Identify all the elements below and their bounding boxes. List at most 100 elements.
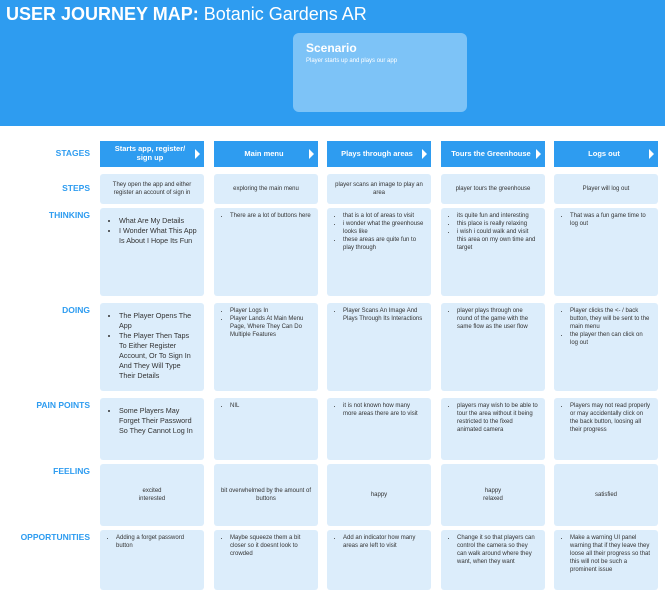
bullet-item: it is not known how many more areas ther… bbox=[343, 402, 425, 418]
doing-cell: Player Logs InPlayer Lands At Main Menu … bbox=[214, 303, 318, 391]
doing-cell-list: Player clicks the <- / back button, they… bbox=[560, 307, 652, 347]
opportunity-cell-list: Maybe squeeze them a bit closer so it do… bbox=[220, 534, 312, 558]
stage-header: Main menu bbox=[214, 141, 318, 167]
feeling-cell: happy bbox=[327, 464, 431, 526]
opportunity-cell-list: Add an indicator how many areas are left… bbox=[333, 534, 425, 550]
opportunity-cell: Adding a forget password button bbox=[100, 530, 204, 590]
chevron-right-icon bbox=[536, 149, 541, 159]
row-label-pain-points: PAIN POINTS bbox=[36, 400, 90, 410]
thinking-cell-list: that is a lot of areas to visiti wonder … bbox=[333, 212, 425, 252]
pain-point-cell: Some Players May Forget Their Password S… bbox=[100, 398, 204, 460]
chevron-right-icon bbox=[309, 149, 314, 159]
step-cell: Player will log out bbox=[554, 174, 658, 204]
step-cell-text: player scans an image to play an area bbox=[335, 181, 423, 196]
stage-header: Logs out bbox=[554, 141, 658, 167]
step-cell: exploring the main menu bbox=[214, 174, 318, 204]
opportunity-cell: Make a warning UI panel warning that if … bbox=[554, 530, 658, 590]
scenario-heading: Scenario bbox=[306, 41, 357, 55]
feeling-cell-text: excited interested bbox=[138, 487, 166, 502]
bullet-item: That was a fun game time to log out bbox=[570, 212, 652, 228]
bullet-item: The Player Opens The App bbox=[119, 311, 198, 331]
doing-cell-list: Player Logs InPlayer Lands At Main Menu … bbox=[220, 307, 312, 339]
doing-cell: The Player Opens The AppThe Player Then … bbox=[100, 303, 204, 391]
stage-label: Tours the Greenhouse bbox=[451, 148, 531, 158]
bullet-item: Players may not read properly or may acc… bbox=[570, 402, 652, 434]
step-cell: player tours the greenhouse bbox=[441, 174, 545, 204]
doing-cell-list: The Player Opens The AppThe Player Then … bbox=[108, 311, 198, 382]
feeling-cell: happy relaxed bbox=[441, 464, 545, 526]
chevron-right-icon bbox=[649, 149, 654, 159]
feeling-cell-text: happy bbox=[370, 491, 388, 498]
step-cell-text: They open the app and either register an… bbox=[112, 181, 192, 196]
bullet-item: Some Players May Forget Their Password S… bbox=[119, 406, 198, 436]
step-cell: They open the app and either register an… bbox=[100, 174, 204, 204]
feeling-cell-text: satisfied bbox=[594, 491, 617, 498]
thinking-cell: There are a lot of buttons here bbox=[214, 208, 318, 296]
pain-point-cell-list: Players may not read properly or may acc… bbox=[560, 402, 652, 434]
feeling-cell: bit overwhelmed by the amount of buttons bbox=[214, 464, 318, 526]
header-banner: USER JOURNEY MAP: Botanic Gardens AR Sce… bbox=[0, 0, 665, 126]
bullet-item: Player clicks the <- / back button, they… bbox=[570, 307, 652, 331]
stage-label: Logs out bbox=[588, 148, 620, 158]
pain-point-cell-list: it is not known how many more areas ther… bbox=[333, 402, 425, 418]
stage-label: Plays through areas bbox=[341, 148, 413, 158]
feeling-cell: excited interested bbox=[100, 464, 204, 526]
thinking-cell: that is a lot of areas to visiti wonder … bbox=[327, 208, 431, 296]
bullet-item: I Wonder What This App Is About I Hope I… bbox=[119, 226, 198, 246]
bullet-item: Player Logs In bbox=[230, 307, 312, 315]
opportunity-cell: Add an indicator how many areas are left… bbox=[327, 530, 431, 590]
stage-header: Plays through areas bbox=[327, 141, 431, 167]
doing-cell: Player clicks the <- / back button, they… bbox=[554, 303, 658, 391]
bullet-item: the player then can click on log out bbox=[570, 331, 652, 347]
thinking-cell: That was a fun game time to log out bbox=[554, 208, 658, 296]
bullet-item: The Player Then Taps To Either Register … bbox=[119, 331, 198, 381]
bullet-item: i wonder what the greenhouse looks like bbox=[343, 220, 425, 236]
row-label-steps: STEPS bbox=[62, 183, 90, 193]
stage-header: Starts app, register/ sign up bbox=[100, 141, 204, 167]
thinking-cell: its quite fun and interestingthis place … bbox=[441, 208, 545, 296]
row-label-stages: STAGES bbox=[55, 148, 90, 158]
doing-cell: player plays through one round of the ga… bbox=[441, 303, 545, 391]
bullet-item: Player Lands At Main Menu Page, Where Th… bbox=[230, 315, 312, 339]
pain-point-cell: players may wish to be able to tour the … bbox=[441, 398, 545, 460]
opportunity-cell-list: Make a warning UI panel warning that if … bbox=[560, 534, 652, 574]
feeling-cell-text: happy relaxed bbox=[483, 487, 503, 502]
bullet-item: Make a warning UI panel warning that if … bbox=[570, 534, 652, 574]
thinking-cell-list: That was a fun game time to log out bbox=[560, 212, 652, 228]
bullet-item: NIL bbox=[230, 402, 312, 410]
thinking-cell-list: its quite fun and interestingthis place … bbox=[447, 212, 539, 252]
stage-header: Tours the Greenhouse bbox=[441, 141, 545, 167]
thinking-cell-list: There are a lot of buttons here bbox=[220, 212, 312, 220]
pain-point-cell: Players may not read properly or may acc… bbox=[554, 398, 658, 460]
pain-point-cell: it is not known how many more areas ther… bbox=[327, 398, 431, 460]
scenario-text: Player starts up and plays our app bbox=[306, 58, 398, 64]
opportunity-cell-list: Change it so that players can control th… bbox=[447, 534, 539, 566]
bullet-item: There are a lot of buttons here bbox=[230, 212, 312, 220]
opportunity-cell-list: Adding a forget password button bbox=[106, 534, 198, 550]
bullet-item: Player Scans An Image And Plays Through … bbox=[343, 307, 425, 323]
bullet-item: Adding a forget password button bbox=[116, 534, 198, 550]
pain-point-cell-list: NIL bbox=[220, 402, 312, 410]
row-label-feeling: FEELING bbox=[53, 466, 90, 476]
bullet-item: Maybe squeeze them a bit closer so it do… bbox=[230, 534, 312, 558]
page-title: USER JOURNEY MAP: Botanic Gardens AR bbox=[6, 4, 367, 25]
step-cell-text: player tours the greenhouse bbox=[455, 185, 531, 192]
stage-label: Starts app, register/ sign up bbox=[114, 144, 186, 162]
step-cell-text: exploring the main menu bbox=[233, 185, 299, 192]
row-label-thinking: THINKING bbox=[48, 210, 90, 220]
thinking-cell-list: What Are My DetailsI Wonder What This Ap… bbox=[108, 216, 198, 246]
bullet-item: these areas are quite fun to play throug… bbox=[343, 236, 425, 252]
feeling-cell: satisfied bbox=[554, 464, 658, 526]
bullet-item: players may wish to be able to tour the … bbox=[457, 402, 539, 434]
stage-label: Main menu bbox=[244, 148, 284, 158]
pain-point-cell-list: Some Players May Forget Their Password S… bbox=[108, 406, 198, 436]
row-label-doing: DOING bbox=[62, 305, 90, 315]
scenario-card: Scenario Player starts up and plays our … bbox=[293, 33, 467, 112]
opportunity-cell: Maybe squeeze them a bit closer so it do… bbox=[214, 530, 318, 590]
opportunity-cell: Change it so that players can control th… bbox=[441, 530, 545, 590]
bullet-item: that is a lot of areas to visit bbox=[343, 212, 425, 220]
bullet-item: player plays through one round of the ga… bbox=[457, 307, 539, 331]
bullet-item: this place is really relaxing bbox=[457, 220, 539, 228]
doing-cell-list: Player Scans An Image And Plays Through … bbox=[333, 307, 425, 323]
doing-cell-list: player plays through one round of the ga… bbox=[447, 307, 539, 331]
